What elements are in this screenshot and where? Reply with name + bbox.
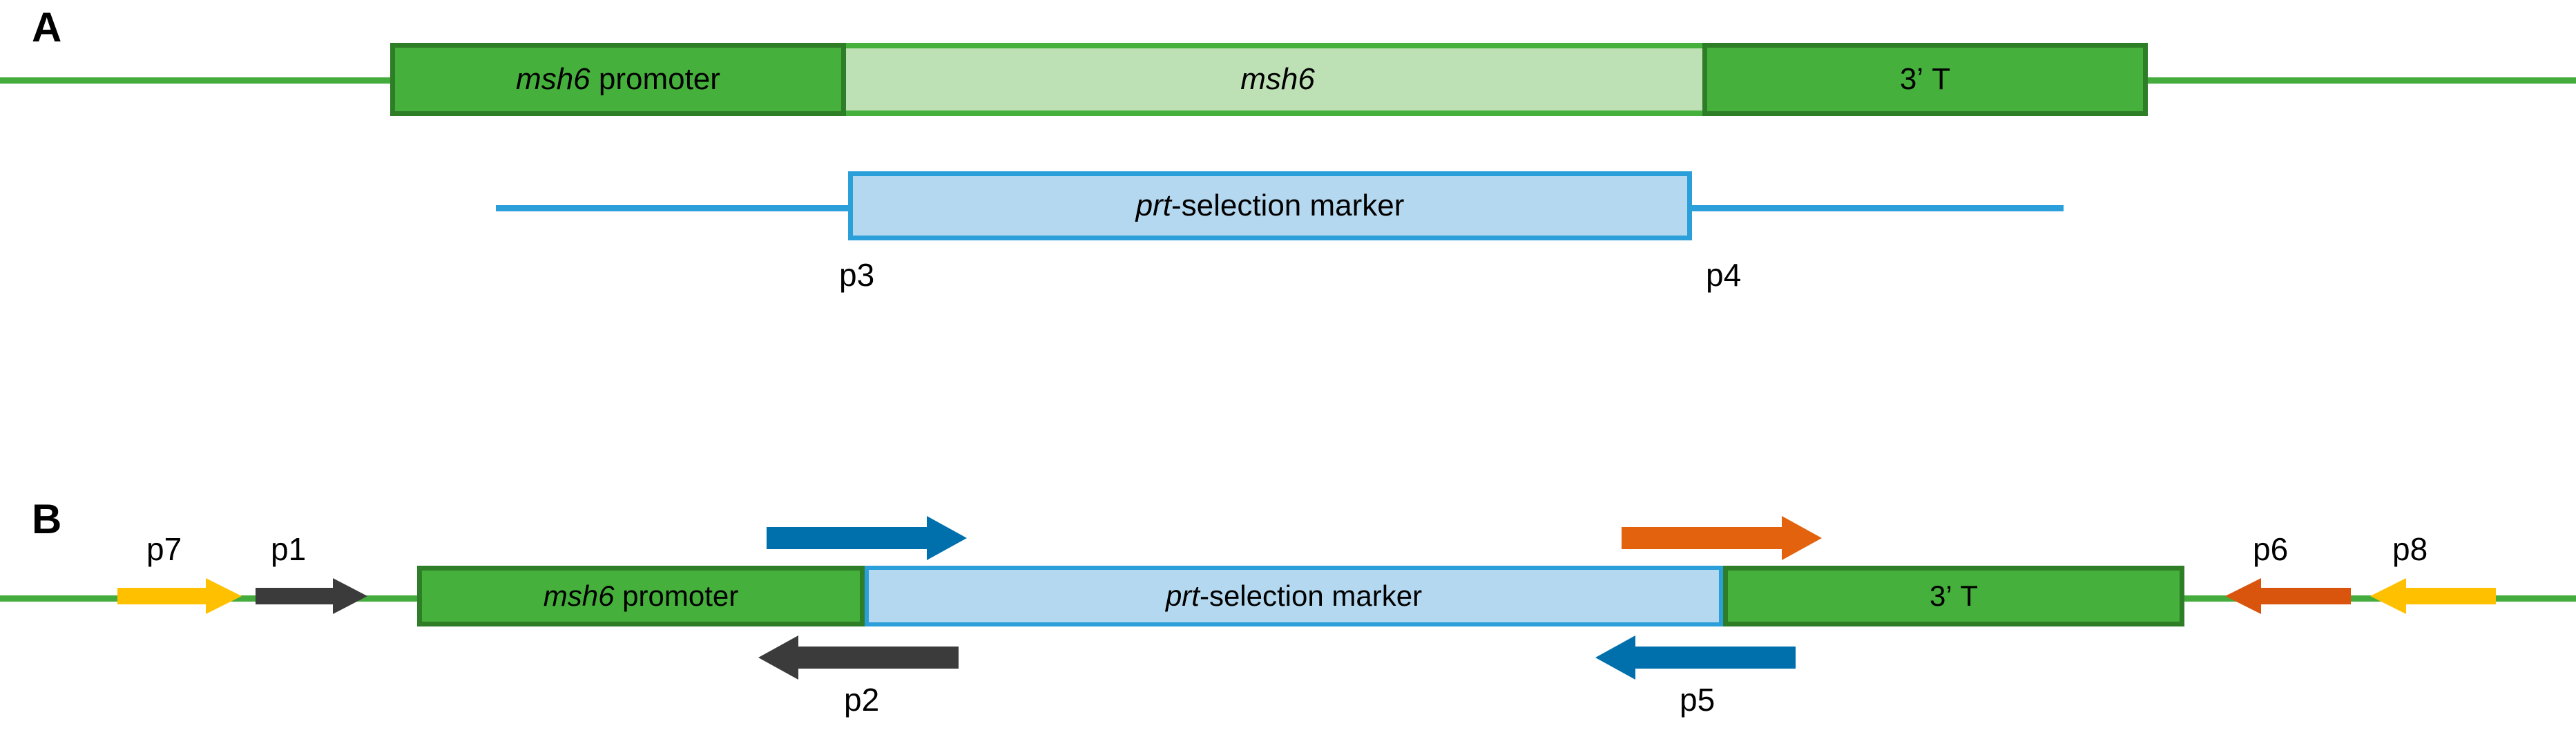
- primer-label-p5: p5: [1680, 682, 1715, 718]
- primer-arrow-forward-p4[interactable]: [1622, 515, 1822, 562]
- panel-b-msh6-promoter-label: msh6 promoter: [543, 580, 739, 612]
- panel-a-three-prime-t-label: 3’ T: [1899, 62, 1951, 96]
- panel-a-msh6-gene-box: msh6: [846, 43, 1709, 116]
- primer-label-p6: p6: [2253, 531, 2289, 567]
- primer-arrow-p5[interactable]: [1595, 634, 1796, 681]
- primer-arrow-p1[interactable]: [256, 577, 367, 615]
- primer-label-p1: p1: [271, 531, 307, 567]
- primer-arrow-p8[interactable]: [2370, 577, 2496, 615]
- panel-a-three-prime-t-box: 3’ T: [1702, 43, 2148, 116]
- panel-a-prt-selection-marker-label: prt-selection marker: [1135, 189, 1405, 222]
- primer-arrow-p6[interactable]: [2225, 577, 2351, 615]
- panel-label-b: B: [32, 496, 62, 542]
- panel-a-prt-selection-marker-box: prt-selection marker: [848, 171, 1692, 240]
- panel-a-primer-label-p3: p3: [839, 257, 875, 293]
- primer-arrow-p7[interactable]: [117, 577, 242, 615]
- primer-arrow-p2[interactable]: [758, 634, 959, 681]
- panel-a-msh6-promoter-label: msh6 promoter: [516, 62, 720, 96]
- panel-b-three-prime-t-label: 3’ T: [1929, 580, 1978, 612]
- primer-label-p7: p7: [146, 531, 182, 567]
- panel-a-msh6-gene-label: msh6: [1240, 62, 1315, 96]
- panel-b-msh6-promoter-box: msh6 promoter: [417, 566, 865, 626]
- panel-label-a: A: [32, 4, 62, 50]
- panel-b-three-prime-t-box: 3’ T: [1723, 566, 2184, 626]
- panel-b-prt-selection-marker-box: prt-selection marker: [865, 566, 1723, 626]
- primer-arrow-forward-p3[interactable]: [767, 515, 967, 562]
- panel-a-msh6-promoter-box: msh6 promoter: [390, 43, 846, 116]
- panel-b-prt-selection-marker-label: prt-selection marker: [1165, 580, 1423, 612]
- panel-a-primer-label-p4: p4: [1706, 257, 1742, 293]
- primer-label-p8: p8: [2392, 531, 2428, 567]
- primer-label-p2: p2: [844, 682, 880, 718]
